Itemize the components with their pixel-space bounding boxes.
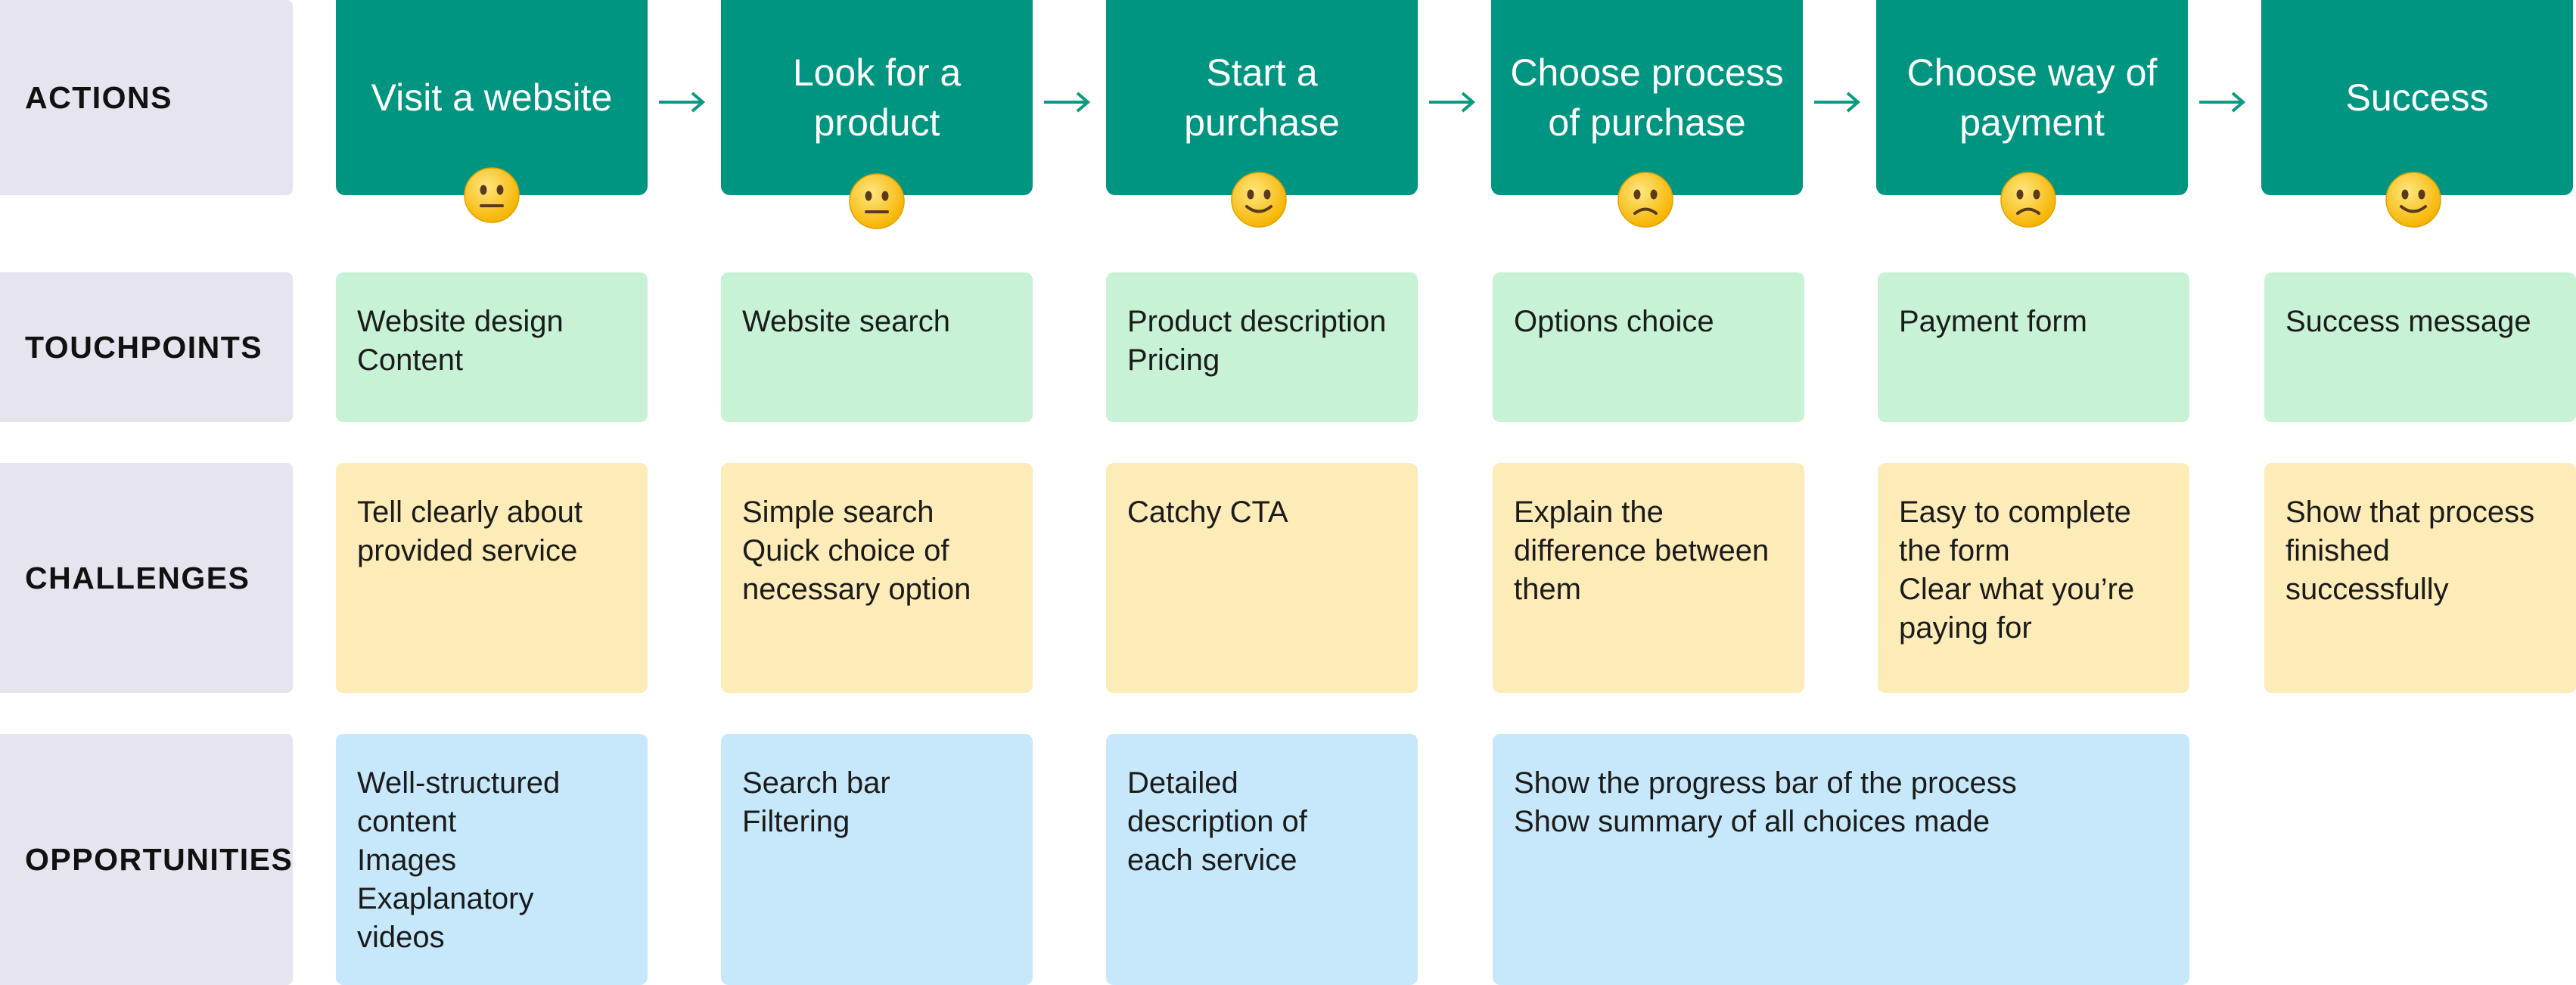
- opportunity-text: content: [357, 805, 457, 838]
- touchpoint-text: Website search: [742, 305, 950, 338]
- frowning-face-icon: [2000, 172, 2056, 228]
- arrow-right-icon: [2199, 92, 2246, 113]
- action-step-1-label: Visit a website: [371, 76, 613, 119]
- action-step-3-label: Start a purchase: [1184, 51, 1340, 144]
- challenge-card-5: Easy to complete the form Clear what you…: [1878, 463, 2189, 693]
- action-step-2: Look for a product: [721, 0, 1033, 195]
- action-step-5-label: Choose way of payment: [1906, 51, 2158, 144]
- action-step-4-label: Choose process of purchase: [1510, 51, 1784, 144]
- touchpoint-text: Pricing: [1127, 343, 1220, 377]
- lane-label-challenges: CHALLENGES: [0, 463, 293, 693]
- arrow-right-icon: [1429, 92, 1476, 113]
- lane-label-actions-text: ACTIONS: [25, 79, 172, 115]
- challenge-text: Quick choice of: [742, 534, 949, 567]
- lane-label-challenges-text: CHALLENGES: [25, 560, 250, 595]
- opportunity-text: videos: [357, 921, 445, 954]
- challenge-text: Explain the: [1514, 496, 1664, 529]
- touchpoint-card-6: Success message: [2264, 272, 2576, 422]
- opportunity-card-4-5: Show the progress bar of the process Sho…: [1493, 734, 2189, 985]
- challenge-card-6: Show that process finished successfully: [2264, 463, 2576, 693]
- arrow-right-icon: [659, 92, 706, 113]
- touchpoint-card-2: Website search: [721, 272, 1033, 422]
- arrow-right-icon: [1814, 92, 1861, 113]
- opportunity-text: Exaplanatory: [357, 882, 534, 915]
- opportunity-text: description of: [1127, 805, 1307, 838]
- lane-label-opportunities-text: OPPORTUNITIES: [25, 841, 294, 877]
- action-step-5: Choose way of payment: [1876, 0, 2188, 195]
- lane-label-touchpoints: TOUCHPOINTS: [0, 272, 293, 422]
- opportunity-text: each service: [1127, 844, 1297, 877]
- opportunity-text: Images: [357, 844, 457, 877]
- lane-label-opportunities: OPPORTUNITIES: [0, 734, 293, 985]
- touchpoint-text: Content: [357, 343, 464, 377]
- challenge-text: necessary option: [742, 573, 971, 606]
- challenge-card-4: Explain the difference between them: [1493, 463, 1804, 693]
- opportunity-text: Detailed: [1127, 766, 1238, 800]
- action-step-3: Start a purchase: [1106, 0, 1418, 195]
- challenge-text: difference between: [1514, 534, 1770, 567]
- challenge-card-1: Tell clearly about provided service: [336, 463, 648, 693]
- action-step-2-label: Look for a product: [792, 51, 962, 144]
- touchpoint-text: Success message: [2285, 305, 2531, 338]
- smiling-face-icon: [1231, 172, 1287, 228]
- opportunity-text: Search bar: [742, 766, 890, 800]
- opportunity-card-2: Search bar Filtering: [721, 734, 1033, 985]
- opportunity-text: Filtering: [742, 805, 850, 838]
- neutral-face-icon: [849, 173, 905, 229]
- smiling-face-icon: [2385, 172, 2441, 228]
- challenge-text: them: [1514, 573, 1581, 606]
- challenge-text: Tell clearly about: [357, 496, 583, 529]
- action-step-4: Choose process of purchase: [1491, 0, 1803, 195]
- opportunity-text: Show the progress bar of the process: [1514, 766, 2017, 800]
- challenge-text: Show that process: [2285, 496, 2535, 529]
- challenge-card-3: Catchy CTA: [1106, 463, 1418, 693]
- opportunity-card-3: Detailed description of each service: [1106, 734, 1418, 985]
- lane-label-actions: ACTIONS: [0, 0, 293, 195]
- touchpoint-text: Payment form: [1899, 305, 2087, 338]
- touchpoint-card-4: Options choice: [1493, 272, 1804, 422]
- action-step-6: Success: [2261, 0, 2573, 195]
- opportunity-text: Show summary of all choices made: [1514, 805, 1990, 838]
- touchpoint-text: Options choice: [1514, 305, 1714, 338]
- challenge-text: provided service: [357, 534, 578, 567]
- challenge-card-2: Simple search Quick choice of necessary …: [721, 463, 1033, 693]
- challenge-text: Simple search: [742, 496, 934, 529]
- lane-label-touchpoints-text: TOUCHPOINTS: [25, 329, 263, 365]
- challenge-text: Catchy CTA: [1127, 496, 1288, 529]
- neutral-face-icon: [464, 167, 520, 223]
- opportunity-text: Well-structured: [357, 766, 561, 800]
- opportunity-card-1: Well-structured content Images Exaplanat…: [336, 734, 648, 985]
- touchpoint-card-5: Payment form: [1878, 272, 2189, 422]
- challenge-text: Easy to complete: [1899, 496, 2131, 529]
- touchpoint-text: Product description: [1127, 305, 1387, 338]
- arrow-right-icon: [1044, 92, 1091, 113]
- challenge-text: finished: [2285, 534, 2390, 567]
- touchpoint-card-1: Website design Content: [336, 272, 648, 422]
- challenge-text: successfully: [2285, 573, 2449, 606]
- frowning-face-icon: [1617, 172, 1673, 228]
- challenge-text: Clear what you’re: [1899, 573, 2135, 606]
- action-step-6-label: Success: [2345, 76, 2489, 119]
- challenge-text: the form: [1899, 534, 2010, 567]
- touchpoint-text: Website design: [357, 305, 564, 338]
- challenge-text: paying for: [1899, 611, 2032, 645]
- touchpoint-card-3: Product description Pricing: [1106, 272, 1418, 422]
- action-step-1: Visit a website: [336, 0, 648, 195]
